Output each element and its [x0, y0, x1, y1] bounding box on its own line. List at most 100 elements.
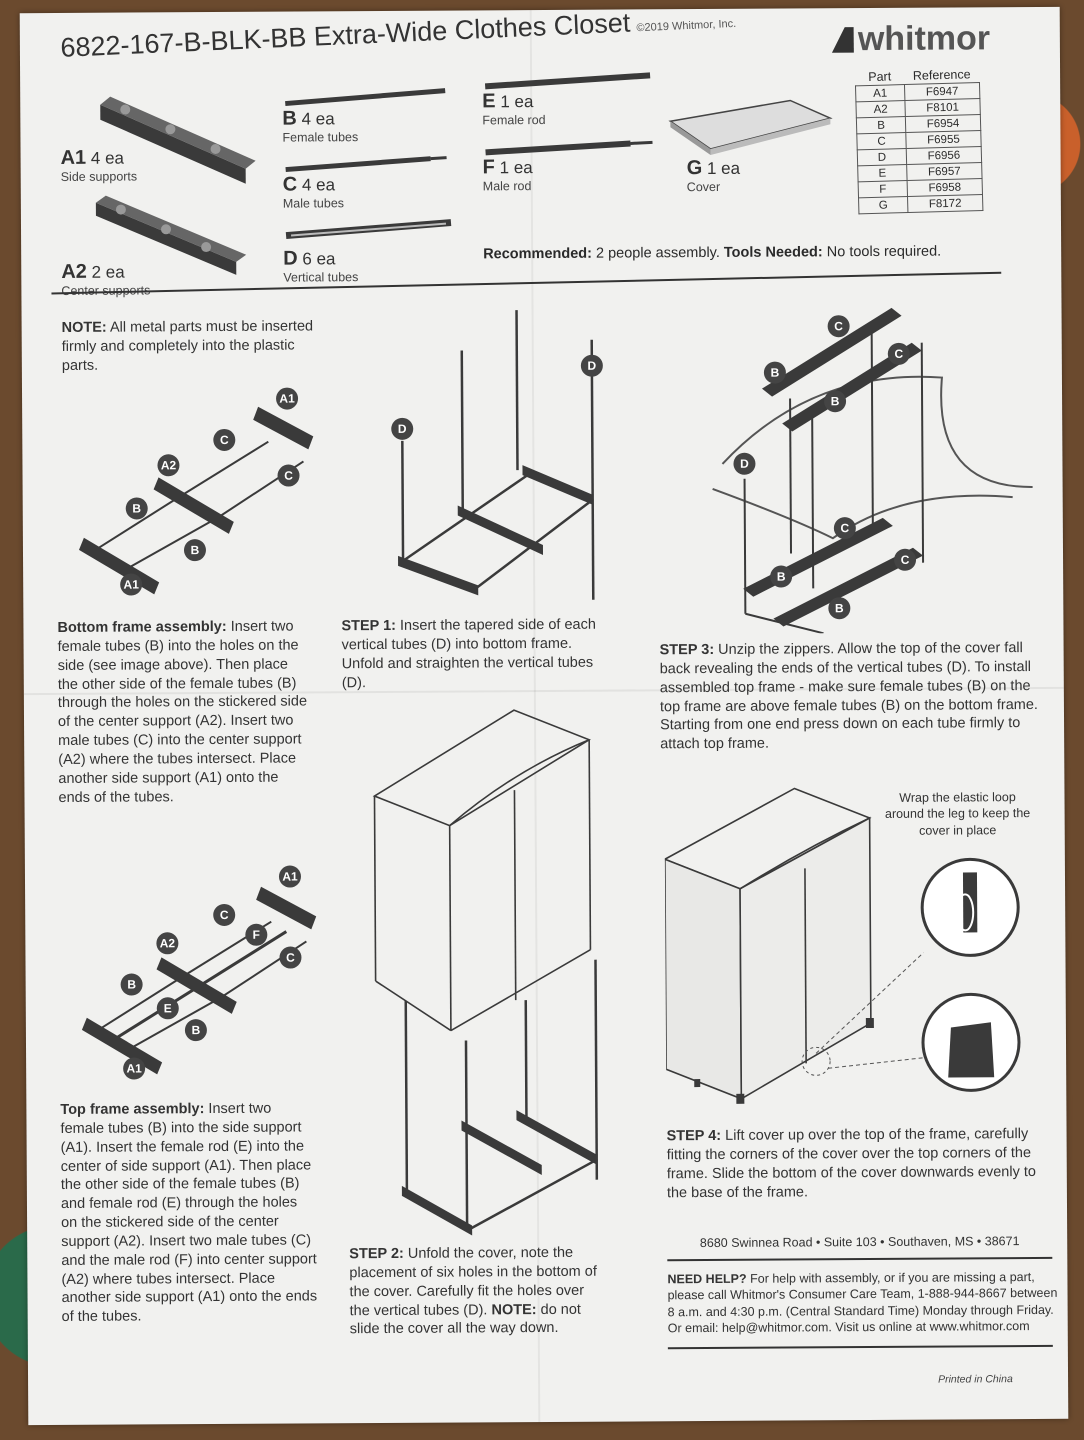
male-rod-f-drawing	[485, 140, 653, 156]
brand-logo: whitmor	[832, 19, 990, 59]
help-block: NEED HELP? For help with assembly, or if…	[667, 1269, 1057, 1336]
label-c: C	[220, 433, 229, 447]
step2-instructions: STEP 2: Unfold the cover, note the place…	[349, 1244, 608, 1340]
top-frame-label: Top frame assembly:	[60, 1101, 205, 1118]
part-a2-qty: 2 ea	[91, 262, 125, 282]
label-e: E	[164, 1001, 172, 1015]
part-f: F 1 ea Male rod	[483, 156, 533, 193]
table-header-part: Part	[868, 69, 892, 85]
step3-diagram: C C B B D C C B B	[712, 307, 1033, 635]
part-a1-code: A1	[60, 146, 87, 169]
cover-g-drawing	[668, 99, 833, 155]
part-e-name: Female rod	[482, 112, 546, 128]
side-support-a1-drawing	[100, 96, 256, 184]
part-b-name: Female tubes	[282, 130, 359, 145]
label-b: B	[777, 570, 786, 584]
center-support-a2-drawing	[95, 195, 247, 275]
step2-diagram	[372, 709, 599, 1236]
label-d: D	[587, 359, 596, 373]
part-e-code: E	[482, 90, 496, 113]
label-b: B	[835, 601, 844, 615]
part-g-qty: 1 ea	[706, 158, 741, 178]
note-label: NOTE:	[61, 319, 107, 336]
part-a1-qty: 4 ea	[90, 148, 125, 168]
label-a1: A1	[123, 577, 139, 591]
bottom-frame-label: Bottom frame assembly:	[57, 618, 227, 636]
brand-name: whitmor	[857, 19, 991, 59]
label-a1: A1	[282, 870, 298, 884]
label-a2: A2	[161, 458, 177, 472]
part-e: E 1 ea Female rod	[482, 90, 545, 127]
company-address: 8680 Swinnea Road • Suite 103 • Southave…	[699, 1234, 1020, 1251]
part-d-code: D	[283, 247, 298, 270]
step1-instructions: STEP 1: Insert the tapered side of each …	[341, 616, 599, 693]
help-label: NEED HELP?	[667, 1271, 747, 1287]
recommended-text: 2 people assembly.	[595, 244, 720, 262]
part-c-qty: 4 ea	[301, 175, 336, 195]
part-c: C 4 ea Male tubes	[283, 173, 344, 210]
step3-label: STEP 3:	[659, 641, 715, 659]
table-header-reference: Reference	[912, 67, 971, 83]
vertical-tube-d-drawing	[285, 219, 452, 240]
label-c: C	[286, 951, 295, 965]
label-c: C	[894, 347, 903, 361]
male-tube-c-drawing	[285, 156, 447, 173]
label-c: C	[901, 553, 910, 567]
bottom-frame-text: Insert two female tubes (B) into the hol…	[57, 618, 308, 806]
part-a1: A1 4 ea Side supports	[60, 146, 138, 184]
part-b-code: B	[282, 107, 297, 130]
step1-label: STEP 1:	[341, 617, 397, 635]
bottom-frame-diagram: A1 C A2 C B B A1	[78, 387, 314, 596]
step4-diagram	[664, 787, 1021, 1104]
label-b: B	[191, 543, 200, 557]
part-d: D 6 ea Vertical tubes	[283, 247, 358, 284]
step2-label: STEP 2:	[349, 1245, 404, 1263]
label-f: F	[253, 928, 260, 942]
part-a2-code: A2	[61, 260, 87, 283]
part-b: B 4 ea Female tubes	[282, 107, 358, 144]
copyright-text: ©2019 Whitmor, Inc.	[636, 17, 737, 35]
tools-text: No tools required.	[826, 243, 942, 261]
step3-instructions: STEP 3: Unzip the zippers. Allow the top…	[660, 639, 1046, 754]
step3-text: Unzip the zippers. Allow the top of the …	[659, 640, 1038, 753]
part-g-name: Cover	[686, 179, 721, 195]
female-rod-e-drawing	[484, 72, 651, 90]
help-divider	[667, 1344, 1053, 1349]
elastic-loop-note: Wrap the elastic loop around the leg to …	[884, 790, 1031, 838]
part-f-name: Male rod	[482, 179, 532, 194]
step4-instructions: STEP 4: Lift cover up over the top of th…	[667, 1125, 1052, 1203]
label-b: B	[831, 394, 840, 408]
label-b: B	[127, 977, 136, 991]
part-b-qty: 4 ea	[301, 109, 335, 129]
label-c: C	[284, 469, 293, 483]
part-g-code: G	[686, 157, 703, 180]
part-c-code: C	[282, 173, 298, 196]
top-frame-diagram: A1 C F A2 C B E B A1	[81, 865, 317, 1080]
logo-mark-icon	[832, 27, 854, 53]
part-a1-name: Side supports	[60, 169, 138, 184]
note-block: NOTE: All metal parts must be inserted f…	[62, 317, 332, 375]
label-b: B	[132, 501, 141, 515]
step1-diagram: D D	[391, 310, 603, 600]
part-d-qty: 6 ea	[302, 249, 336, 269]
printed-in: Printed in China	[938, 1373, 1013, 1386]
label-c: C	[840, 521, 849, 535]
address-divider	[667, 1256, 1053, 1261]
title-text: 6822-167-B-BLK-BB Extra-Wide Clothes Clo…	[59, 7, 631, 63]
label-a2: A2	[160, 936, 176, 950]
part-f-qty: 1 ea	[499, 158, 533, 178]
step2-note-label: NOTE:	[491, 1301, 537, 1318]
top-frame-text: Insert two female tubes (B) into the sid…	[60, 1100, 318, 1326]
part-e-qty: 1 ea	[500, 92, 534, 112]
label-c: C	[834, 319, 843, 333]
label-c: C	[220, 908, 229, 922]
recommended-line: Recommended: 2 people assembly. Tools Ne…	[483, 244, 941, 263]
tools-label: Tools Needed:	[723, 244, 823, 261]
instruction-sheet: 6822-167-B-BLK-BB Extra-Wide Clothes Clo…	[19, 6, 1069, 1426]
page-title: 6822-167-B-BLK-BB Extra-Wide Clothes Clo…	[60, 3, 737, 64]
recommended-label: Recommended:	[483, 245, 593, 263]
part-d-name: Vertical tubes	[283, 270, 359, 285]
label-b: B	[192, 1023, 201, 1037]
